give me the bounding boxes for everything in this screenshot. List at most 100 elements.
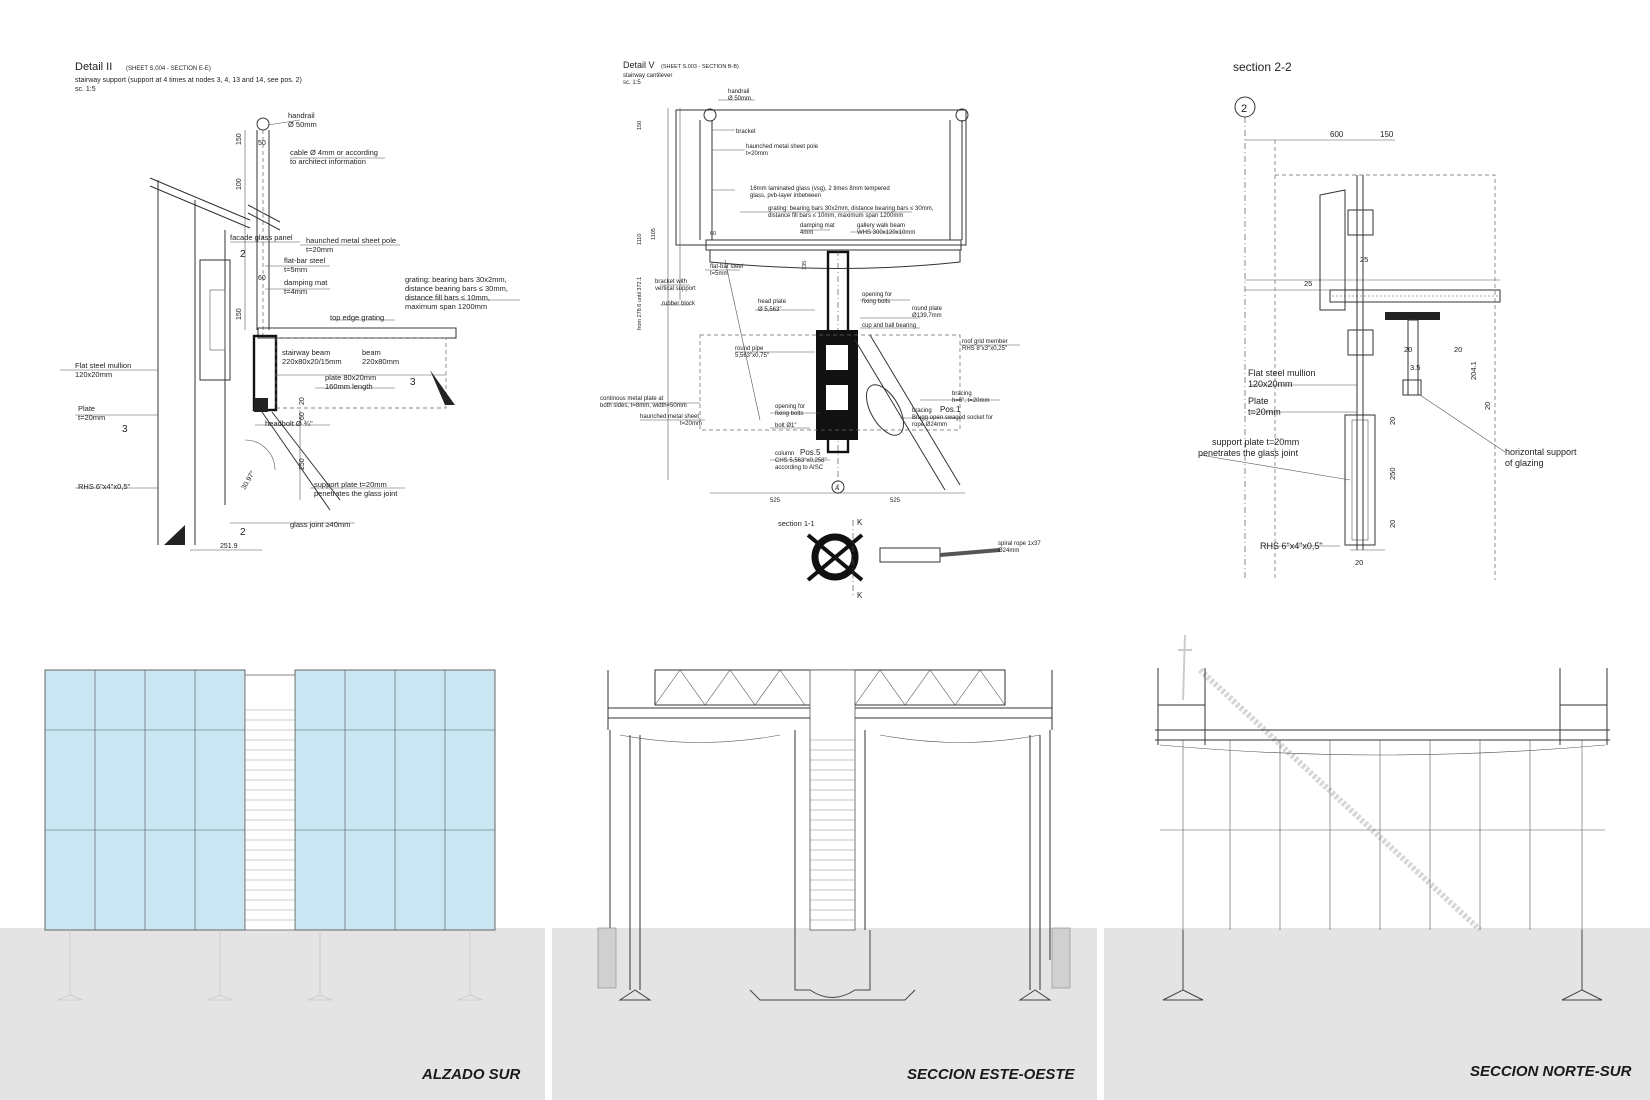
- svg-text:1105: 1105: [651, 228, 657, 240]
- svg-text:135: 135: [802, 261, 808, 270]
- svg-text:RHS 8"x3"x0,25": RHS 8"x3"x0,25": [962, 346, 1007, 352]
- svg-text:bracing: bracing: [912, 408, 932, 414]
- detail-ii-sheet: (SHEET S.004 - SECTION E-E): [126, 66, 211, 72]
- svg-text:2: 2: [240, 527, 246, 538]
- svg-text:Ø24mm: Ø24mm: [998, 548, 1019, 554]
- svg-text:220x80mm: 220x80mm: [362, 357, 399, 366]
- svg-text:bracing: bracing: [952, 391, 972, 397]
- svg-text:damping mat: damping mat: [284, 278, 328, 287]
- svg-text:30.97°: 30.97°: [240, 469, 257, 491]
- svg-text:t=20mm: t=20mm: [306, 245, 333, 254]
- svg-text:support plate t=20mm: support plate t=20mm: [314, 480, 387, 489]
- svg-text:t=4mm: t=4mm: [284, 287, 307, 296]
- svg-text:stairway cantilever: stairway cantilever: [623, 73, 672, 79]
- svg-text:4mm: 4mm: [800, 230, 813, 236]
- svg-text:vertical support: vertical support: [655, 286, 696, 292]
- svg-text:Flat steel mullion: Flat steel mullion: [75, 361, 131, 370]
- svg-text:220x80x20/15mm: 220x80x20/15mm: [282, 357, 342, 366]
- svg-text:CHS 5,563"x0,258": CHS 5,563"x0,258": [775, 458, 827, 464]
- svg-text:damping mat: damping mat: [800, 223, 835, 229]
- svg-text:20: 20: [1483, 402, 1492, 410]
- svg-text:Plate: Plate: [1248, 396, 1269, 406]
- svg-text:Ø 50mm: Ø 50mm: [728, 96, 751, 102]
- svg-text:Plate: Plate: [78, 404, 95, 413]
- svg-text:Pos.5: Pos.5: [800, 448, 821, 457]
- detail-ii: Detail II (SHEET S.004 - SECTION E-E) st…: [60, 61, 520, 551]
- svg-text:bracket: bracket: [736, 129, 756, 135]
- svg-text:bolt Ø1": bolt Ø1": [775, 423, 796, 429]
- svg-text:20: 20: [1454, 345, 1462, 354]
- svg-text:3: 3: [122, 424, 128, 435]
- svg-text:50: 50: [258, 140, 266, 147]
- svg-text:20: 20: [1355, 558, 1363, 567]
- alzado-sur-elevation: [44, 669, 496, 1001]
- svg-text:fixing bolts: fixing bolts: [775, 411, 803, 417]
- svg-text:beam: beam: [362, 348, 381, 357]
- svg-text:100: 100: [236, 178, 243, 190]
- stair-treads: [245, 709, 295, 921]
- svg-text:glass joint ≥40mm: glass joint ≥40mm: [290, 520, 350, 529]
- svg-text:penetrates the glass joint: penetrates the glass joint: [314, 489, 398, 498]
- svg-text:cup and ball bearing: cup and ball bearing: [862, 323, 916, 329]
- svg-text:600: 600: [1330, 130, 1344, 139]
- svg-text:handrail: handrail: [728, 89, 749, 95]
- svg-text:3: 3: [410, 377, 416, 388]
- svg-text:525: 525: [890, 498, 901, 504]
- svg-text:20: 20: [1388, 520, 1397, 528]
- svg-text:5,563"x0,75": 5,563"x0,75": [735, 353, 769, 359]
- svg-text:20: 20: [299, 397, 306, 405]
- detail-v: Detail V (SHEET S.003 - SECTION B-B) sta…: [600, 60, 1041, 600]
- svg-text:haunched metal sheet: haunched metal sheet: [640, 414, 699, 420]
- svg-text:WHS 300x120x10mm: WHS 300x120x10mm: [857, 230, 915, 236]
- caption-seccion-este-oeste: SECCION ESTE-OESTE: [907, 1066, 1075, 1083]
- svg-text:continous metal plate at: continous metal plate at: [600, 396, 664, 402]
- svg-text:distance fill bars ≤ 10mm, ma: distance fill bars ≤ 10mm, maximum span …: [768, 213, 903, 219]
- svg-text:525: 525: [770, 498, 781, 504]
- svg-text:column: column: [775, 451, 794, 457]
- svg-text:stairway beam: stairway beam: [282, 348, 330, 357]
- svg-text:round pipe: round pipe: [735, 346, 764, 352]
- svg-text:250: 250: [299, 458, 306, 470]
- detail-ii-scale: sc. 1:5: [75, 86, 96, 93]
- svg-text:t=20mm: t=20mm: [680, 421, 702, 427]
- section-2-2: section 2-2 2 600 150: [1198, 60, 1577, 580]
- svg-text:opening for: opening for: [775, 404, 805, 410]
- svg-text:distance bearing bars ≤ 30mm,: distance bearing bars ≤ 30mm,: [405, 284, 508, 293]
- svg-text:RHS 6"x4"x0,5": RHS 6"x4"x0,5": [78, 482, 131, 491]
- svg-text:204.1: 204.1: [1469, 361, 1478, 380]
- seccion-este-oeste: [597, 669, 1071, 1001]
- svg-text:plate 80x20mm: plate 80x20mm: [325, 373, 376, 382]
- svg-text:120x20mm: 120x20mm: [1248, 379, 1293, 389]
- svg-text:to architect information: to architect information: [290, 157, 366, 166]
- svg-text:section 1-1: section 1-1: [778, 519, 815, 528]
- ground-norte: [1104, 928, 1650, 1100]
- svg-text:Flat steel mullion: Flat steel mullion: [1248, 368, 1316, 378]
- section-1-1-pipe: [811, 533, 859, 581]
- svg-text:grating: bearing bars 30x2mm,: grating: bearing bars 30x2mm,: [405, 275, 507, 284]
- seccion-norte-sur: [1155, 634, 1610, 1001]
- svg-text:facade glass panel: facade glass panel: [230, 233, 293, 242]
- svg-text:sc. 1:5: sc. 1:5: [623, 80, 641, 86]
- handrail-circle: [256, 117, 270, 131]
- svg-text:haunched metal sheet pole: haunched metal sheet pole: [306, 236, 396, 245]
- svg-text:top edge grating: top edge grating: [330, 313, 384, 322]
- svg-text:K: K: [857, 591, 863, 600]
- svg-text:150: 150: [1380, 130, 1394, 139]
- svg-text:150: 150: [637, 121, 643, 130]
- svg-text:RHS 6"x4"x0,5": RHS 6"x4"x0,5": [1260, 541, 1323, 551]
- svg-text:rope Ø24mm: rope Ø24mm: [912, 422, 947, 428]
- section-2-2-title: section 2-2: [1233, 60, 1292, 74]
- svg-text:3.5: 3.5: [1410, 363, 1420, 372]
- svg-text:2: 2: [240, 249, 246, 260]
- ground-alzado: [0, 928, 545, 1100]
- svg-text:bracket with: bracket with: [655, 279, 687, 285]
- svg-text:16mm laminated glass (vsg), 2: 16mm laminated glass (vsg), 2 times 8mm …: [750, 186, 890, 192]
- svg-text:haunched metal sheet pole: haunched metal sheet pole: [746, 144, 819, 150]
- svg-text:opening for: opening for: [862, 292, 892, 298]
- svg-text:60: 60: [258, 275, 266, 282]
- ground-este: [552, 928, 1097, 1100]
- caption-seccion-norte-sur: SECCION NORTE-SUR: [1470, 1063, 1632, 1080]
- svg-text:150: 150: [236, 133, 243, 145]
- svg-text:250: 250: [1388, 467, 1397, 480]
